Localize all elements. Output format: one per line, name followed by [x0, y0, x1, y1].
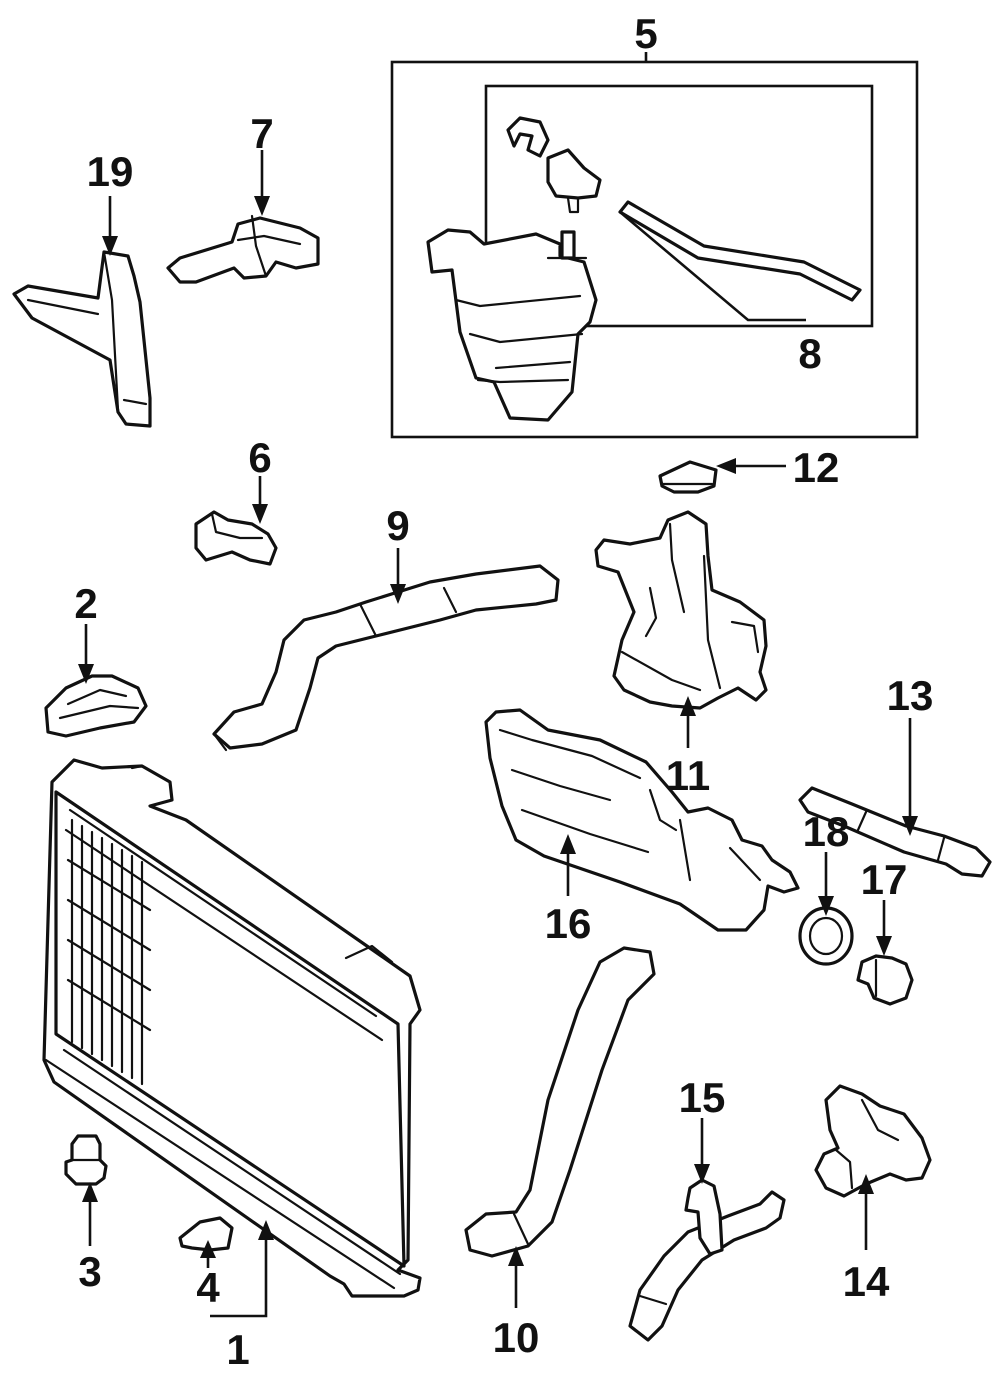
- callout-13: 13: [887, 672, 934, 719]
- callout-7: 7: [250, 110, 273, 157]
- part-6-clip: [194, 510, 278, 566]
- radiator-core-fins: [66, 818, 152, 1086]
- reservoir-cap: [546, 148, 602, 214]
- part-1-radiator: [42, 758, 422, 1298]
- part-15-water-pipe: [628, 1178, 786, 1342]
- part-11-water-outlet: [594, 510, 768, 710]
- callout-10: 10: [493, 1314, 540, 1361]
- part-5-reservoir-tank: [426, 228, 598, 422]
- part-13-bypass-hose: [798, 786, 992, 878]
- part-9-upper-hose: [212, 564, 560, 752]
- callout-8: 8: [798, 330, 821, 377]
- callout-labels: 5 19 7 8 6 12 9 2 13 11 18 17 16 15 3 4 …: [74, 10, 933, 1373]
- callout-2: 2: [74, 580, 97, 627]
- cap-seal-ring: [506, 116, 550, 158]
- part-17-thermostat: [856, 954, 914, 1006]
- callout-16: 16: [545, 900, 592, 947]
- callout-4: 4: [196, 1264, 220, 1311]
- part-3-drain-plug: [64, 1134, 108, 1186]
- callout-17: 17: [861, 856, 908, 903]
- part-12-radiator-cap: [658, 460, 718, 494]
- part-8-overflow-hose: [618, 200, 862, 302]
- callout-19: 19: [87, 148, 134, 195]
- callout-6: 6: [248, 434, 271, 481]
- part-10-lower-hose: [464, 946, 656, 1258]
- part-2-clip: [44, 674, 148, 738]
- callout-18: 18: [803, 808, 850, 855]
- callout-14: 14: [843, 1258, 890, 1305]
- callout-3: 3: [78, 1248, 101, 1295]
- part-4-bracket: [178, 1216, 234, 1252]
- callout-5: 5: [634, 10, 657, 57]
- callout-12: 12: [793, 444, 840, 491]
- part-18-gasket: [798, 906, 854, 966]
- part-19-bracket: [12, 250, 152, 428]
- callout-1: 1: [226, 1326, 249, 1373]
- leader-lines: [78, 52, 918, 1318]
- callout-9: 9: [386, 502, 409, 549]
- reservoir-assembly-box: [390, 60, 919, 439]
- part-7-clamp: [166, 214, 320, 284]
- part-16-housing: [484, 708, 800, 932]
- callout-11: 11: [666, 752, 710, 799]
- callout-15: 15: [679, 1074, 726, 1121]
- part-14-water-inlet: [814, 1084, 932, 1198]
